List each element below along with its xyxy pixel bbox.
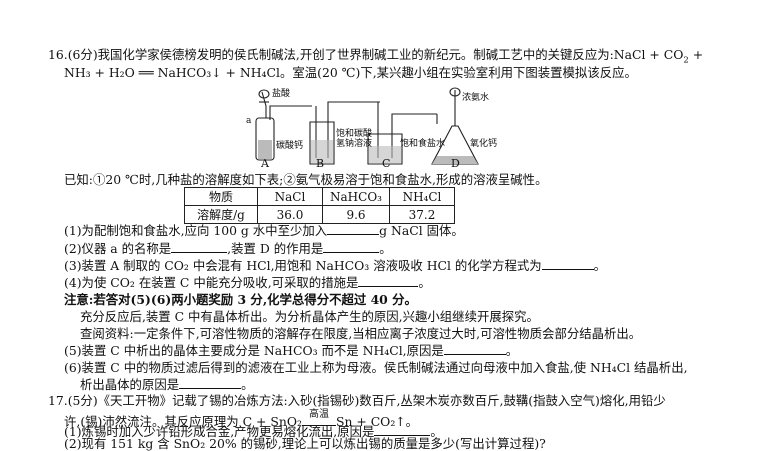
wash-bottle-b bbox=[309, 121, 335, 165]
table-header-cell: 物质 bbox=[184, 187, 258, 206]
q16-reference: 查阅资料:一定条件下,可溶性物质的溶解存在限度,当相应离子浓度过大时,可溶性物质… bbox=[80, 326, 642, 341]
q16-part3: (3)装置 A 制取的 CO₂ 中会混有 HCl,用饱和 NaHCO₃ 溶液吸收… bbox=[64, 258, 606, 273]
q16-note: 注意:若答对(5)(6)两小题奖励 3 分,化学总得分不超过 40 分。 bbox=[64, 292, 417, 307]
table-header-cell: NH₄Cl bbox=[389, 187, 455, 206]
table-cell: 9.6 bbox=[322, 205, 390, 224]
cao-solid bbox=[432, 156, 478, 164]
q16-part6-cont: 析出晶体的原因是 。 bbox=[80, 377, 254, 392]
q16-part5-text: (5)装置 C 中析出的晶体主要成分是 NaHCO₃ 而不是 NH₄Cl,原因是 bbox=[64, 343, 444, 358]
q17-part1-text: (1)炼锡时加入少许铅形成合金,产物更易熔化流出,原因是 bbox=[64, 424, 375, 439]
label-caco3: 碳酸钙 bbox=[276, 141, 304, 151]
q16-intro1-tail: + bbox=[688, 47, 704, 62]
q16-part1: (1)为配制饱和食盐水,应向 100 g 水中至少加入 g NaCl 固体。 bbox=[64, 223, 464, 238]
q16-continuation: 充分反应后,装置 C 中有晶体析出。为分析晶体产生的原因,兴趣小组继续开展探究。 bbox=[80, 309, 539, 324]
q16-part4-tail: 。 bbox=[418, 275, 431, 290]
q16-known: 已知:①20 ℃时,几种盐的溶解度如下表;②氨气极易溶于饱和食盐水,形成的溶液呈… bbox=[64, 172, 548, 187]
answer-blank[interactable] bbox=[374, 424, 431, 436]
answer-blank[interactable] bbox=[358, 275, 419, 287]
q16-part5-tail: 。 bbox=[505, 343, 519, 358]
q17-part1: (1)炼锡时加入少许铅形成合金,产物更易熔化流出,原因是 。 bbox=[64, 424, 443, 439]
letter-b: B bbox=[316, 157, 325, 170]
q17-intro-line1: 17.(5分)《天工开物》记载了锡的冶炼方法:入砂(指锡砂)数百斤,丛架木炭亦数… bbox=[48, 393, 666, 408]
q16-part2-text: (2)仪器 a 的名称是 bbox=[64, 241, 172, 256]
letter-a: A bbox=[261, 157, 269, 170]
apparatus-diagram: 盐酸 a 碳酸钙 饱和碳酸 氢钠溶液 饱和食盐水 浓氨水 氧化钙 A B C D bbox=[232, 84, 502, 170]
solubility-table: 物质 NaCl NaHCO₃ NH₄Cl 溶解度/g 36.0 9.6 37.2 bbox=[184, 187, 455, 224]
q17-intro2-text: 许,(锡)沛然流注。其反应原理为 C + SnO₂ bbox=[64, 414, 302, 429]
funnel-bulb bbox=[258, 89, 270, 99]
q16-intro-line1: 16.(6分)我国化学家侯德榜发明的侯氏制碱法,开创了世界制碱工业的新纪元。制碱… bbox=[48, 47, 704, 66]
q16-part4-text: (4)为使 CO₂ 在装置 C 中能充分吸收,可采取的措施是 bbox=[64, 275, 359, 290]
reaction-arrow bbox=[301, 425, 336, 426]
q16-part6-text: 析出晶体的原因是 bbox=[80, 377, 180, 392]
label-a: a bbox=[246, 116, 252, 126]
label-nacl: 饱和食盐水 bbox=[400, 139, 446, 149]
q17-part1-tail: 。 bbox=[430, 424, 443, 439]
table-header-cell: NaCl bbox=[257, 187, 323, 206]
funnel-stem bbox=[261, 91, 267, 118]
q16-part6-tail: 。 bbox=[241, 377, 254, 392]
table-cell: 溶解度/g bbox=[184, 205, 258, 224]
q16-intro1-sub: 2 bbox=[683, 55, 689, 66]
tube-c-d bbox=[391, 113, 437, 158]
q16-part4: (4)为使 CO₂ 在装置 C 中能充分吸收,可采取的措施是 。 bbox=[64, 275, 431, 290]
tube-b-c bbox=[327, 101, 380, 158]
q16-part5: (5)装置 C 中析出的晶体主要成分是 NaHCO₃ 而不是 NH₄Cl,原因是… bbox=[64, 343, 518, 358]
q16-intro1-text: 16.(6分)我国化学家侯德榜发明的侯氏制碱法,开创了世界制碱工业的新纪元。制碱… bbox=[48, 47, 684, 62]
label-nh3water: 浓氨水 bbox=[462, 93, 490, 103]
q16-part2: (2)仪器 a 的名称是 ,装置 D 的作用是 。 bbox=[64, 241, 392, 256]
flask-c bbox=[367, 133, 403, 165]
q16-part2-tail: 。 bbox=[379, 241, 392, 256]
answer-blank[interactable] bbox=[327, 223, 380, 235]
label-nahco3-2: 氢钠溶液 bbox=[336, 139, 373, 149]
tube-a-b bbox=[269, 105, 312, 120]
q16-part3-tail: 。 bbox=[593, 258, 607, 273]
table-cell: 36.0 bbox=[257, 205, 323, 224]
answer-blank[interactable] bbox=[179, 377, 242, 389]
letter-c: C bbox=[382, 157, 391, 170]
table-cell: 37.2 bbox=[389, 205, 455, 224]
answer-blank[interactable] bbox=[443, 343, 506, 355]
q16-part6: (6)装置 C 中的物质过滤后得到的滤液在工业上称为母液。侯氏制碱法通过向母液中… bbox=[64, 360, 688, 375]
q16-part1-tail: g NaCl 固体。 bbox=[379, 223, 464, 238]
label-hcl: 盐酸 bbox=[272, 89, 291, 99]
reaction-condition: 高温 bbox=[301, 409, 336, 426]
q17-intro-line2: 许,(锡)沛然流注。其反应原理为 C + SnO₂ 高温 Sn + CO₂↑。 bbox=[64, 409, 419, 429]
reaction-tube-a bbox=[255, 117, 275, 161]
q16-intro-line2: NH₃ + H₂O ══ NaHCO₃↓ + NH₄Cl。室温(20 ℃)下,某… bbox=[64, 65, 637, 80]
answer-blank[interactable] bbox=[171, 241, 228, 253]
letter-d: D bbox=[451, 157, 460, 170]
answer-blank[interactable] bbox=[323, 241, 380, 253]
table-row: 物质 NaCl NaHCO₃ NH₄Cl bbox=[184, 187, 455, 206]
apparatus-svg bbox=[255, 87, 479, 165]
q16-part1-text: (1)为配制饱和食盐水,应向 100 g 水中至少加入 bbox=[64, 223, 328, 238]
reaction-condition-label: 高温 bbox=[308, 409, 329, 420]
caco3-solid bbox=[258, 140, 272, 159]
funnel-bulb-d bbox=[449, 87, 461, 97]
q17-intro2-tail: Sn + CO₂↑。 bbox=[335, 414, 419, 429]
answer-blank[interactable] bbox=[541, 258, 594, 270]
nahco3-liquid bbox=[311, 140, 333, 163]
label-nahco3-1: 饱和碳酸 bbox=[336, 129, 373, 139]
q17-part2: (2)现有 151 kg 含 SnO₂ 20% 的锡砂,理论上可以炼出锡的质量是… bbox=[64, 436, 546, 451]
table-row: 溶解度/g 36.0 9.6 37.2 bbox=[184, 205, 455, 224]
table-header-cell: NaHCO₃ bbox=[322, 187, 390, 206]
q16-part2-mid: ,装置 D 的作用是 bbox=[227, 241, 324, 256]
nacl-liquid bbox=[369, 146, 401, 163]
label-cao: 氧化钙 bbox=[470, 139, 498, 149]
q16-part3-text: (3)装置 A 制取的 CO₂ 中会混有 HCl,用饱和 NaHCO₃ 溶液吸收… bbox=[64, 258, 542, 273]
